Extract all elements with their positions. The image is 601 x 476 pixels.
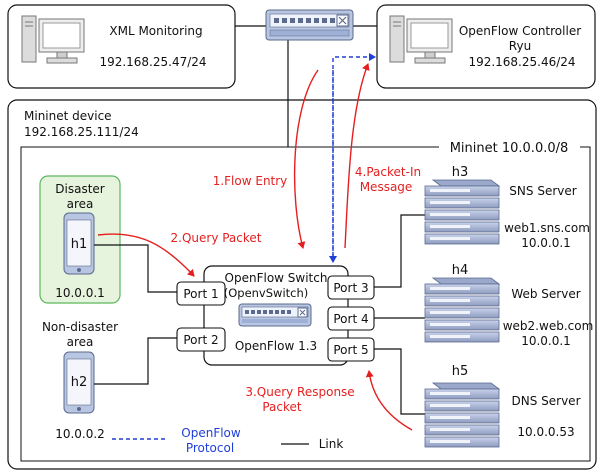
sns-server-domain: web1.sns.com	[504, 221, 590, 235]
port-2-label: Port 2	[183, 333, 218, 347]
xml-monitoring-title: XML Monitoring	[109, 24, 202, 38]
flow-entry-arrow	[293, 69, 319, 249]
h2-label: h2	[71, 375, 88, 390]
h3-label: h3	[452, 165, 469, 180]
h1-ip: 10.0.0.1	[55, 286, 105, 300]
web-server-name: Web Server	[511, 287, 580, 301]
port-4-label: Port 4	[333, 312, 368, 326]
phone-icon	[63, 212, 95, 275]
server-icon	[424, 179, 501, 245]
dns-server-name: DNS Server	[512, 394, 581, 408]
query-response-arrow	[365, 370, 413, 431]
non-disaster-area-label-line2: area	[67, 335, 94, 349]
legend-link-label: Link	[319, 437, 344, 451]
port-5: Port 5	[327, 337, 375, 362]
switch-title-line2: (OpenvSwitch)	[224, 286, 309, 300]
disaster-area-label-line2: area	[67, 197, 94, 211]
link-line	[94, 244, 178, 293]
dns-server-ip: 10.0.0.53	[517, 425, 574, 439]
switch-version: OpenFlow 1.3	[235, 339, 317, 353]
legend-openflow-label-line1: OpenFlow	[181, 426, 241, 440]
h5-label: h5	[452, 364, 469, 379]
packet-in-arrow	[344, 63, 370, 249]
controller-title-line2: Ryu	[509, 39, 531, 53]
pc-icon	[389, 15, 453, 64]
port-3-label: Port 3	[333, 281, 368, 295]
controller-ip: 192.168.25.46/24	[468, 55, 575, 69]
packet-in-label-line2: Message	[360, 180, 413, 194]
switch-title-line1: OpenFlow Switch	[225, 271, 328, 285]
h2-ip: 10.0.0.2	[55, 427, 105, 441]
packet-in-label-line1: 4.Packet-In	[355, 165, 421, 179]
query-response-label-line1: 3.Query Response	[245, 385, 354, 399]
port-1-label: Port 1	[183, 287, 218, 301]
server-icon	[424, 382, 501, 448]
link-line	[94, 337, 178, 385]
query-response-label-line2: Packet	[262, 400, 302, 414]
controller-title-line1: OpenFlow Controller	[459, 24, 581, 38]
port-1: Port 1	[176, 281, 226, 306]
query-packet-label: 2.Query Packet	[171, 231, 262, 245]
h4-label: h4	[452, 263, 469, 278]
legend-openflow-label-line2: Protocol	[186, 441, 234, 455]
non-disaster-area-label-line1: Non-disaster	[42, 320, 118, 334]
mininet-device-title: Mininet device	[24, 109, 112, 123]
phone-icon	[63, 351, 95, 414]
h1-label: h1	[71, 237, 88, 252]
mininet-network-label: Mininet 10.0.0.0/8	[450, 141, 569, 156]
sns-server-name: SNS Server	[509, 184, 576, 198]
mininet-label-bg	[439, 139, 580, 157]
port-3: Port 3	[327, 275, 375, 300]
link-line	[374, 348, 425, 415]
server-icon	[424, 277, 501, 343]
mininet-device-ip: 192.168.25.111/24	[24, 125, 139, 139]
web-server-ip: 10.0.0.1	[521, 334, 571, 348]
link-line	[374, 214, 425, 288]
port-5-label: Port 5	[333, 343, 368, 357]
flow-entry-label: 1.Flow Entry	[213, 174, 288, 188]
web-server-domain: web2.web.com	[503, 319, 594, 333]
xml-monitoring-ip: 192.168.25.47/24	[99, 55, 206, 69]
port-4: Port 4	[327, 306, 375, 331]
query-packet-arrow	[97, 233, 195, 277]
switch-icon	[265, 9, 354, 41]
disaster-area-label-line1: Disaster	[55, 182, 105, 196]
legend: OpenFlow Protocol Link	[112, 426, 343, 455]
switch-icon	[238, 303, 312, 327]
pc-icon	[21, 15, 85, 64]
port-2: Port 2	[176, 327, 226, 352]
sns-server-ip: 10.0.0.1	[521, 236, 571, 250]
